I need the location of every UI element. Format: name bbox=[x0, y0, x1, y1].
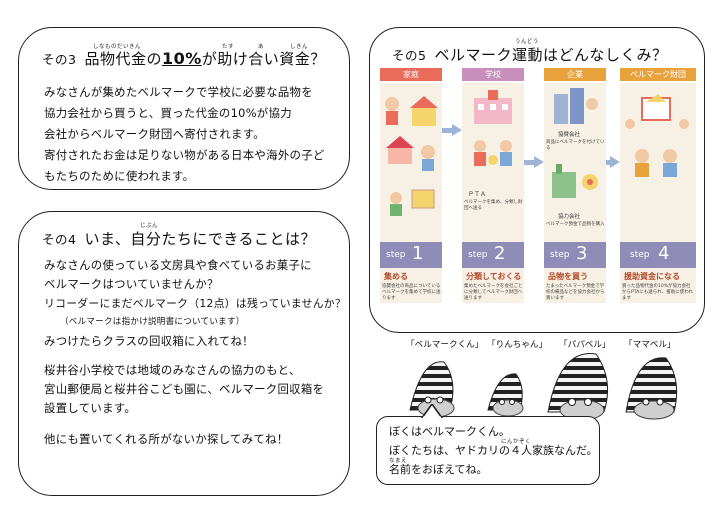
flow-arrow-shaft bbox=[524, 160, 536, 165]
flow-arrow-shaft bbox=[606, 160, 610, 165]
body-line: リコーダーにまだベルマーク（12点）は残っていませんか？ bbox=[44, 297, 346, 310]
family-name-papa-bell: 「パパベル」 bbox=[559, 340, 611, 350]
pta-label: ＰＴＡ bbox=[468, 191, 487, 198]
title-text: ベルマーク運動はどんなしくみ？ bbox=[434, 46, 668, 64]
bubble-line: 名前をおぼえてね。 bbox=[389, 463, 488, 476]
step-number: 3 bbox=[576, 243, 588, 264]
flow-arrow-shaft bbox=[442, 128, 454, 133]
step-number: 2 bbox=[494, 243, 506, 264]
body-line: みなさんが集めたベルマークで学校に必要な品物を bbox=[44, 85, 313, 99]
section-number: その5 bbox=[392, 48, 427, 63]
body-note: （ベルマークは指かけ説明書についています） bbox=[60, 317, 245, 327]
step-1-bar: step 1 bbox=[380, 242, 442, 268]
step-word: step bbox=[550, 250, 570, 260]
title-suffix: が助け合い資金？ bbox=[201, 50, 326, 68]
step-3-caption: 品物を買う bbox=[548, 272, 588, 281]
bellmark-flow-diagram: 家庭 学校 企業 ベルマーク財団 ＰＴＡ ベルマークを集め、分類し財団へ送る 協… bbox=[380, 68, 696, 328]
speech-bubble-tail bbox=[421, 404, 443, 418]
step-4-caption: 援助資金になる bbox=[624, 272, 680, 281]
body-line: 宮山郵便局と桜井谷こども園に、ベルマーク回収箱を bbox=[44, 382, 325, 396]
step-1-note: 協賛会社の商品についているベルマークを集めて学校に送ります bbox=[382, 284, 441, 301]
flow-arrow-icon bbox=[534, 156, 544, 168]
title-highlight: 10% bbox=[161, 49, 202, 68]
bubble-line: ぼくはベルマークくん。 bbox=[389, 425, 510, 438]
step-3-note: たまったベルマーク預金で学校の備品などを協力会社から買います bbox=[546, 284, 605, 301]
crab-rin-chan-icon bbox=[487, 373, 524, 417]
family-name-bellmark-kun: 「ベルマークくん」 bbox=[406, 340, 484, 350]
ruby: なまえ bbox=[389, 458, 408, 464]
company-1-label: 協賛会社 bbox=[558, 132, 581, 138]
section-3-title: その3 品物代金の10%が助け合い資金？ bbox=[42, 48, 326, 69]
ruby: たす bbox=[222, 44, 235, 50]
section-4-box bbox=[18, 211, 350, 496]
step-4-note: 買った品物代金の10%が協力会社からPTAにも送られ、援助に使われます bbox=[622, 284, 694, 301]
body-line: 会社からベルマーク財団へ寄付されます。 bbox=[44, 127, 265, 141]
body-line: ベルマークはついていませんか？ bbox=[44, 277, 219, 291]
section-4-title: その4 いま、自分たちにできることは？ bbox=[42, 228, 316, 249]
step-2-bar: step 2 bbox=[462, 242, 524, 268]
body-line: みなさんの使っている文房具や食べているお菓子に bbox=[44, 258, 312, 272]
ruby: しなものだいきん bbox=[93, 44, 142, 50]
ruby: うんどう bbox=[515, 39, 539, 45]
body-line: 設置しています。 bbox=[44, 401, 137, 415]
column-header-foundation: ベルマーク財団 bbox=[620, 68, 696, 81]
column-header-company: 企業 bbox=[544, 68, 606, 81]
title-prefix: 品物代金の bbox=[84, 50, 162, 68]
crab-bellmark-kun-icon bbox=[409, 361, 455, 418]
step-number: 4 bbox=[658, 243, 670, 264]
column-header-school: 学校 bbox=[462, 68, 524, 81]
step-word: step bbox=[386, 250, 406, 260]
step-1-caption: 集める bbox=[384, 272, 408, 281]
school-illustrations bbox=[474, 90, 512, 166]
step-4-bar: step 4 bbox=[620, 242, 696, 268]
section-4-body: みなさんの使っている文房具や食べているお菓子に ベルマークはついていませんか？ … bbox=[44, 256, 346, 449]
section-3-body: みなさんが集めたベルマークで学校に必要な品物を 協力会社から買うと、買った代金の… bbox=[44, 82, 325, 187]
company-2-label: 協力会社 bbox=[558, 214, 581, 220]
body-line: 協力会社から買うと、買った代金の10%が協力 bbox=[44, 106, 292, 120]
body-line: もたちのために使われます。 bbox=[44, 169, 195, 183]
family-name-rin-chan: 「りんちゃん」 bbox=[487, 340, 548, 350]
flow-arrow-icon bbox=[452, 124, 462, 136]
body-line: 寄付されたお金は足りない物がある日本や海外の子ど bbox=[44, 148, 325, 162]
step-2-caption: 分類しておくる bbox=[466, 272, 522, 281]
step-2-note: 集めたベルマークを会社ごとに分類してベルマーク財団へ送ります bbox=[464, 284, 523, 301]
ruby: にんかぞく bbox=[501, 439, 532, 445]
column-header-home: 家庭 bbox=[380, 68, 442, 81]
company-2-note: ベルマーク預金で品物を購入 bbox=[546, 222, 605, 227]
flow-arrow-icon bbox=[610, 156, 620, 168]
ruby: じぶん bbox=[140, 223, 159, 229]
company-1-note: 商品にベルマークを付けている bbox=[546, 140, 605, 151]
foundation-illustrations bbox=[625, 94, 689, 177]
ruby: あ bbox=[258, 44, 265, 50]
family-name-mama-bell: 「ママベル」 bbox=[624, 340, 676, 350]
ruby: しきん bbox=[290, 44, 309, 50]
section-number: その4 bbox=[42, 232, 77, 247]
home-illustrations bbox=[385, 96, 438, 216]
body-line: みつけたらクラスの回収箱に入れてね！ bbox=[44, 334, 254, 348]
company-illustrations bbox=[552, 88, 598, 198]
bubble-line: ぼくたちは、ヤドカリの４人家族なんだ。 bbox=[389, 444, 598, 457]
crab-papa-bell-icon bbox=[547, 353, 609, 421]
section-5-title: その5 ベルマーク運動はどんなしくみ？ bbox=[392, 44, 668, 65]
step-word: step bbox=[468, 250, 488, 260]
pta-note: ベルマークを集め、分類し財団へ送る bbox=[464, 200, 523, 211]
section-3-box bbox=[18, 27, 350, 190]
step-3-bar: step 3 bbox=[544, 242, 606, 268]
body-line: 他にも置いてくれる所がないか探してみてね！ bbox=[44, 432, 289, 446]
section-number: その3 bbox=[42, 52, 77, 67]
body-line: 桜井谷小学校では地域のみなさんの協力のもと、 bbox=[44, 363, 301, 377]
crab-mama-bell-icon bbox=[625, 357, 678, 420]
title-text: いま、自分たちにできることは？ bbox=[84, 230, 317, 248]
step-number: 1 bbox=[412, 243, 424, 264]
step-word: step bbox=[630, 250, 650, 260]
speech-bubble: ぼくはベルマークくん。 にんかぞく ぼくたちは、ヤドカリの４人家族なんだ。 なま… bbox=[376, 416, 600, 485]
hermit-crab-family-illustration bbox=[409, 353, 678, 421]
